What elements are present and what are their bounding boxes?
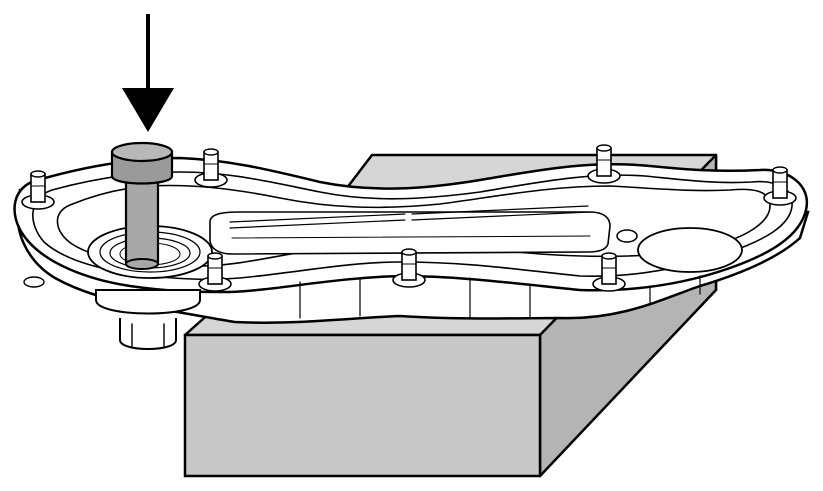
cover-lower-boss: [95, 289, 201, 350]
cover-right-bore: [637, 227, 743, 273]
cover-rim: [32, 171, 793, 281]
stud-8: [23, 276, 45, 288]
stud-5: [198, 252, 232, 292]
cover-small-hole: [616, 229, 638, 243]
stud-6: [392, 248, 426, 288]
stud-4: [763, 166, 797, 206]
tool-shaft: [124, 174, 160, 266]
cover-center-web: [209, 211, 611, 255]
support-block-front: [183, 333, 542, 478]
seal-installer-tool: [110, 141, 174, 270]
studs: [21, 144, 797, 292]
arrow-down-icon: [122, 14, 174, 132]
tool-head-top: [110, 141, 174, 163]
stud-1: [21, 170, 55, 210]
stud-7: [592, 252, 626, 292]
stud-2: [194, 148, 228, 188]
stud-3: [587, 144, 621, 184]
